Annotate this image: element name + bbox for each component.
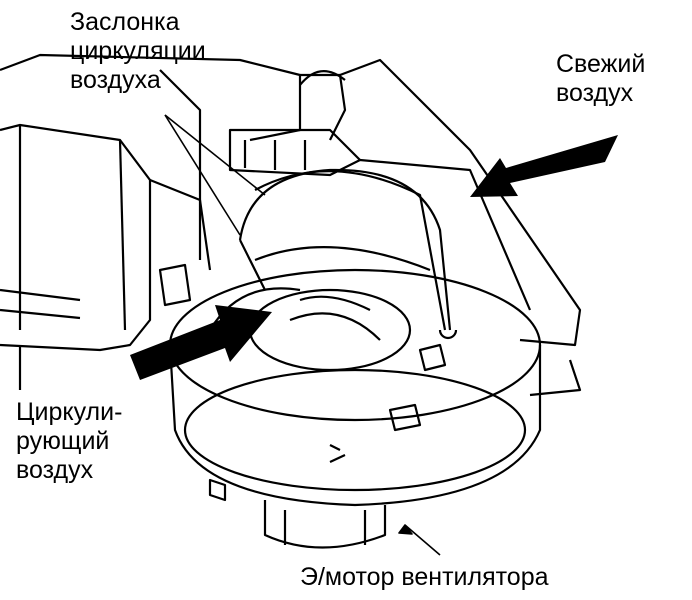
- label-recirculating-air: Циркули- рующий воздух: [16, 398, 123, 484]
- label-fan-motor: Э/мотор вентилятора: [300, 563, 549, 591]
- leader-lines: [164, 114, 441, 556]
- recirculation-flap: [238, 168, 458, 340]
- intake-case: [228, 58, 582, 397]
- heater-housing: [0, 53, 302, 390]
- blower-housing: [158, 263, 542, 507]
- fresh-air-arrow: [470, 135, 618, 197]
- label-fresh-air: Свежий воздух: [556, 50, 646, 107]
- label-recirculation-flap: Заслонка циркуляции воздуха: [70, 8, 206, 94]
- recirculating-air-arrow: [130, 305, 272, 380]
- fan-motor: [263, 500, 387, 549]
